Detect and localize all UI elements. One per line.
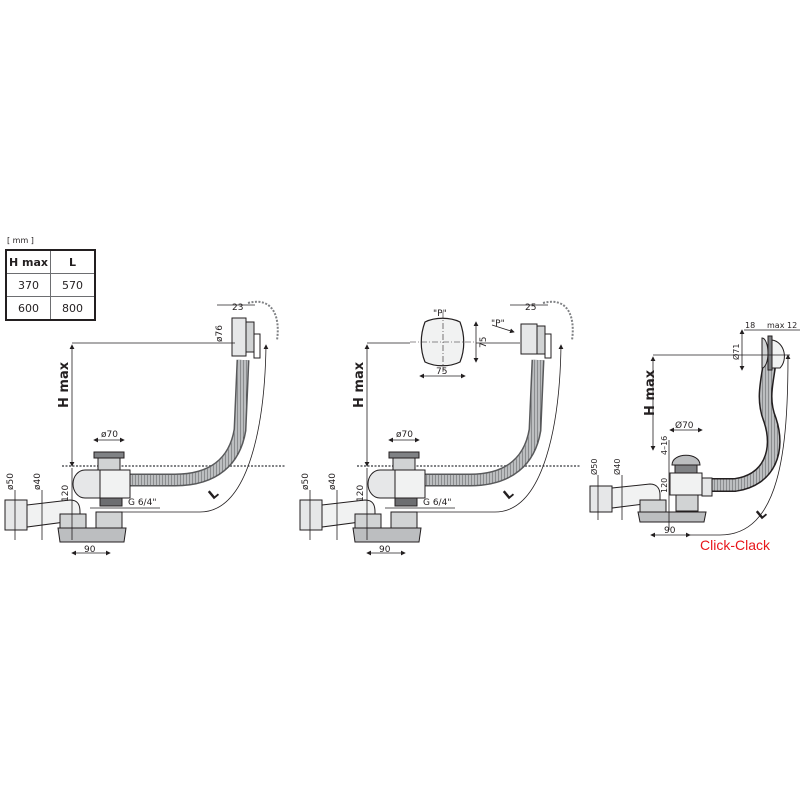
diameter-50-label: Ø50 — [589, 459, 599, 475]
table-row: 370 570 — [5, 273, 96, 297]
diameter-70-label: Ø70 — [675, 420, 694, 431]
cell: 570 — [50, 273, 96, 297]
diagram-drain-with-p-cap: H max ø70 25 "P" "P" 75 75 120 ø50 ø40 9… — [299, 300, 580, 556]
width-18-label: 18 — [745, 321, 755, 330]
width-90-label: 90 — [664, 526, 676, 536]
max-12-label: max 12 — [767, 321, 797, 330]
height-120-label: 120 — [660, 478, 669, 493]
cell: 370 — [5, 273, 51, 297]
cell: 800 — [50, 296, 96, 321]
width-90-label: 90 — [84, 545, 96, 555]
range-4-16-label: 4–16 — [660, 436, 669, 455]
p-top-label: "P" — [433, 309, 447, 319]
diagram-standard-drain: H max ø70 ø76 23 120 ø50 ø40 90 G 6/4" L — [4, 300, 285, 556]
dimension-table: H max L 370 570 600 800 — [5, 249, 96, 321]
thread-label: G 6/4" — [423, 498, 451, 508]
header-hmax: H max — [5, 249, 51, 274]
length-label: L — [501, 486, 517, 503]
click-clack-caption: Click-Clack — [700, 537, 770, 553]
cap-width-label: 75 — [436, 367, 447, 377]
diameter-40-label: Ø40 — [612, 459, 622, 475]
diameter-71-label: Ø71 — [731, 344, 741, 360]
diameter-70-label: ø70 — [396, 430, 413, 440]
unit-label: [ mm ] — [7, 236, 34, 245]
table-row: 600 800 — [5, 296, 96, 321]
hmax-label: H max — [57, 361, 72, 408]
table-header-row: H max L — [5, 249, 96, 274]
p-side-label: "P" — [491, 319, 505, 329]
cell: 600 — [5, 296, 51, 321]
diagram-click-clack-drain: H max Ø70 Ø71 18 max 12 4–16 120 Ø50 Ø40… — [589, 321, 800, 538]
thread-label: G 6/4" — [128, 498, 156, 508]
diameter-50-label: ø50 — [6, 473, 16, 490]
diameter-70-label: ø70 — [101, 430, 118, 440]
diameter-50-label: ø50 — [301, 473, 311, 490]
cap-height-label: 75 — [479, 337, 489, 348]
hmax-label: H max — [352, 361, 367, 408]
width-25-label: 25 — [525, 303, 536, 313]
hmax-label: H max — [643, 369, 658, 416]
diameter-76-label: ø76 — [215, 325, 225, 342]
length-label: L — [754, 506, 770, 523]
diameter-40-label: ø40 — [33, 473, 43, 490]
diameter-40-label: ø40 — [328, 473, 338, 490]
width-90-label: 90 — [379, 545, 391, 555]
height-120-label: 120 — [61, 485, 71, 502]
height-120-label: 120 — [356, 485, 366, 502]
length-label: L — [206, 486, 222, 503]
width-23-label: 23 — [232, 303, 243, 313]
